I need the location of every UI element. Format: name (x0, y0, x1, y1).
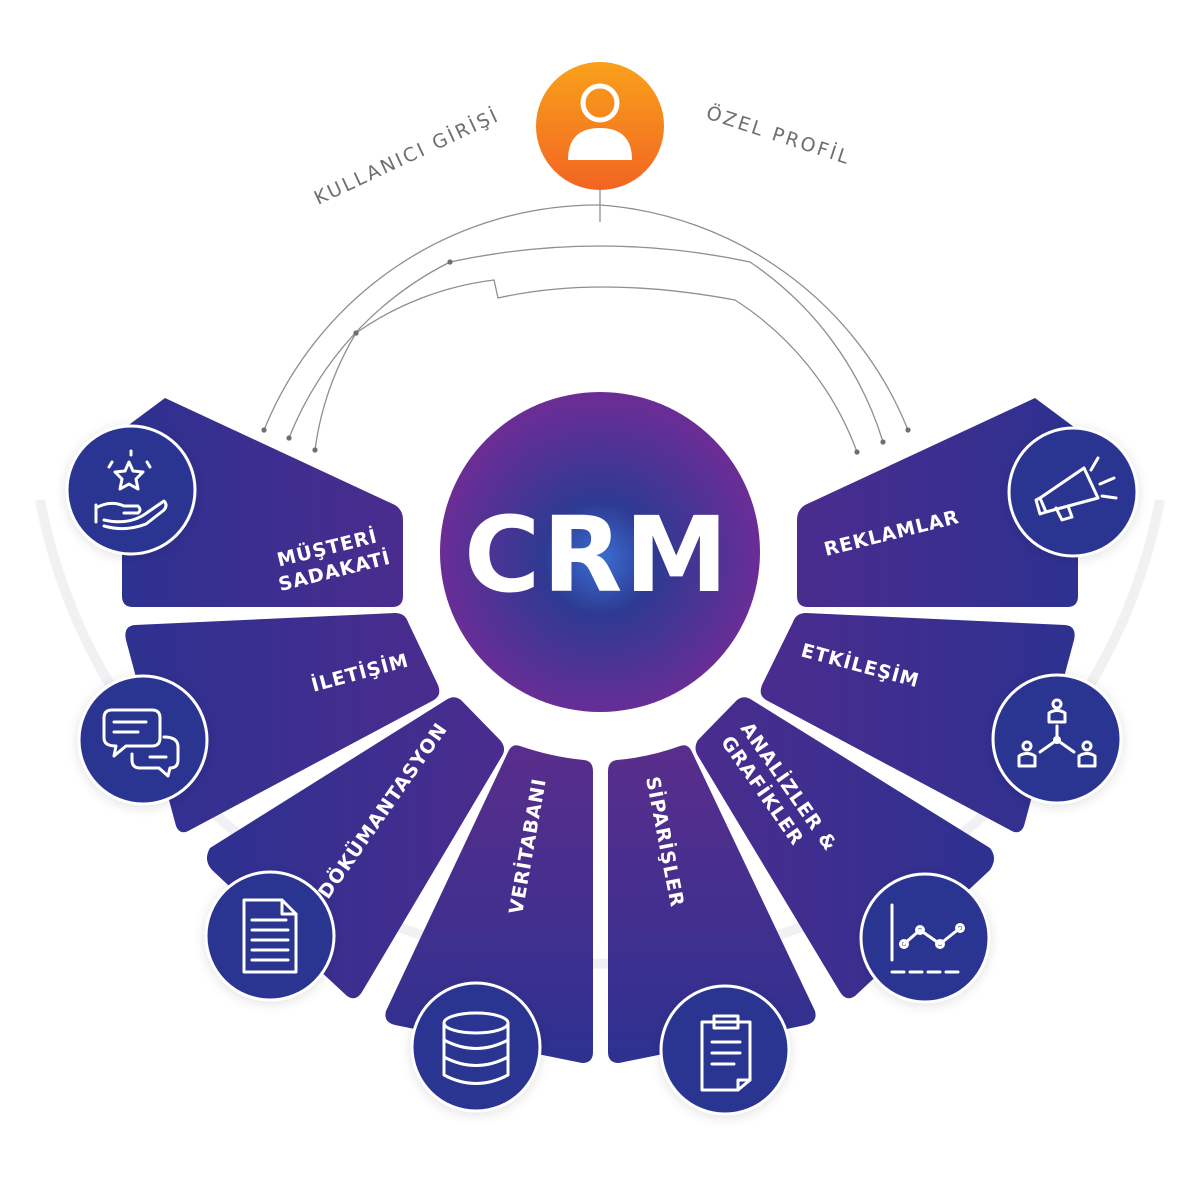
segment-musteri-sadakati[interactable]: MÜŞTERİ SADAKATİ (122, 398, 403, 607)
custom-profile-label: ÖZEL PROFİL (703, 101, 854, 169)
crm-title: CRM (464, 494, 730, 616)
line-chart-icon (859, 872, 991, 1004)
clipboard-icon (659, 984, 791, 1116)
segment-iletisim[interactable]: İLETİŞİM (125, 613, 440, 833)
megaphone-icon (1007, 426, 1139, 558)
user-icon (568, 83, 632, 160)
network-people-icon (991, 673, 1123, 805)
chat-bubbles-icon (77, 674, 209, 806)
segment-reklamlar[interactable]: REKLAMLAR (797, 398, 1078, 607)
segment-veritabani[interactable]: VERİTABANI (385, 745, 593, 1063)
database-icon (410, 981, 542, 1113)
segment-etkilesim[interactable]: ETKİLEŞİM (760, 613, 1075, 833)
hand-star-icon (65, 424, 197, 556)
user-login-label: KULLANICI GİRİŞİ (310, 103, 503, 209)
user-avatar[interactable] (536, 62, 664, 190)
segment-siparisler[interactable]: SİPARİŞLER (608, 745, 816, 1063)
crm-hub[interactable]: CRM (430, 382, 770, 722)
connector-wires (261, 190, 911, 455)
document-icon (204, 870, 336, 1002)
